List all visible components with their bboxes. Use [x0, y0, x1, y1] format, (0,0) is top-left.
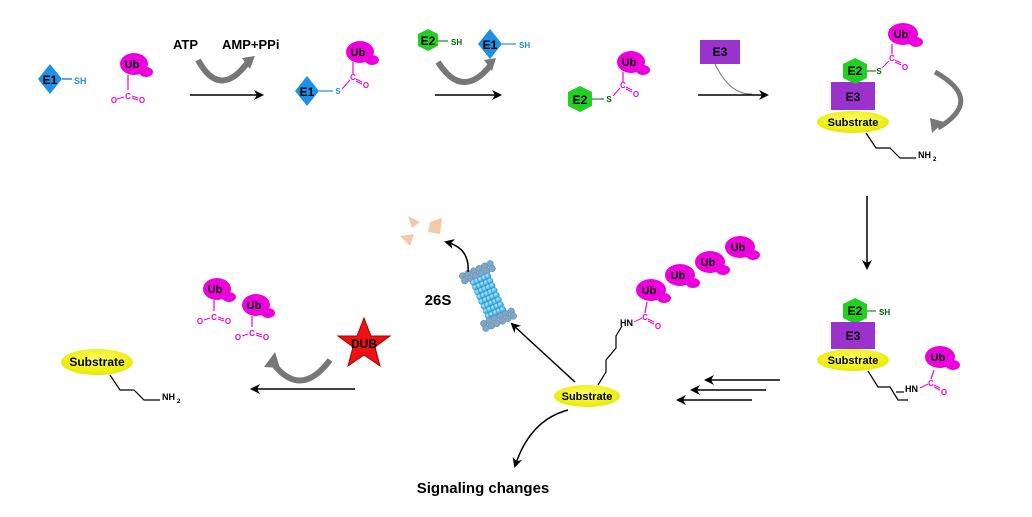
e2-conjugation-arrow: E2 SH E1 SH — [418, 29, 530, 100]
svg-text:SH: SH — [519, 41, 530, 50]
released-ubiquitin-2: Ub C O O — [235, 294, 275, 342]
svg-text:O: O — [197, 317, 203, 326]
svg-text:O: O — [263, 333, 269, 342]
e2-ub-thioester: E2 S C O Ub — [568, 51, 650, 112]
e3-e2-ub-substrate-complex: Substrate E3 E2 S C O Ub NH 2 — [817, 23, 964, 163]
svg-text:E3: E3 — [713, 45, 728, 59]
svg-text:Ub: Ub — [671, 270, 686, 282]
svg-text:O: O — [139, 96, 145, 105]
svg-text:C: C — [889, 54, 895, 63]
svg-text:HN: HN — [620, 318, 633, 328]
signaling-arrow — [512, 409, 569, 468]
svg-text:Ub: Ub — [931, 352, 946, 364]
fragment-arrow — [444, 239, 469, 273]
svg-text:C: C — [249, 329, 255, 338]
svg-text:O: O — [363, 81, 369, 90]
svg-text:Ub: Ub — [894, 29, 909, 41]
svg-text:C: C — [350, 73, 356, 82]
svg-text:C: C — [125, 92, 131, 101]
svg-text:O: O — [941, 388, 947, 397]
svg-text:O: O — [633, 90, 639, 99]
svg-text:2: 2 — [933, 157, 937, 163]
degradation-arrow — [510, 322, 576, 383]
svg-text:O: O — [655, 322, 661, 331]
svg-text:E2: E2 — [573, 93, 588, 107]
svg-text:Ub: Ub — [701, 257, 716, 269]
released-ubiquitin-1: Ub C O O — [197, 278, 236, 326]
svg-text:C: C — [928, 379, 934, 388]
svg-text:E3: E3 — [846, 90, 861, 104]
svg-text:E1: E1 — [43, 73, 58, 87]
svg-text:E1: E1 — [483, 38, 498, 52]
proteasome-subunit — [488, 264, 496, 273]
svg-text:O: O — [902, 63, 908, 72]
svg-text:C: C — [642, 313, 648, 322]
proteasome-26s: 26S — [425, 260, 517, 332]
monoubiquitinated-substrate-complex: E2 SH E3 Substrate HN C O Ub — [817, 298, 960, 401]
svg-text:ATP: ATP — [173, 37, 198, 52]
peptide-fragments — [400, 216, 442, 246]
atp-activation-arrow: ATP AMP+PPi — [173, 37, 279, 100]
svg-text:SH: SH — [74, 76, 87, 86]
deubiquitinated-substrate: Substrate NH 2 — [61, 349, 181, 405]
svg-text:E1: E1 — [300, 85, 315, 99]
polyubiquitinated-substrate: Substrate HN C O Ub Ub Ub Ub — [554, 236, 760, 407]
svg-text:HN: HN — [905, 384, 918, 394]
svg-text:C: C — [211, 313, 217, 322]
svg-text:2: 2 — [177, 399, 181, 405]
svg-text:Substrate: Substrate — [828, 117, 879, 129]
svg-text:O: O — [111, 96, 117, 105]
svg-text:SH: SH — [451, 38, 462, 47]
polyubiquitination-arrows — [676, 375, 780, 405]
svg-text:Ub: Ub — [642, 285, 657, 297]
svg-text:Ub: Ub — [351, 47, 366, 59]
signaling-changes-label: Signaling changes — [417, 480, 550, 497]
svg-text:O: O — [235, 333, 241, 342]
proteasome-subunit — [509, 312, 517, 320]
svg-text:O: O — [225, 317, 231, 326]
svg-text:Ub: Ub — [622, 57, 637, 69]
deubiquitination-arrow — [250, 352, 355, 394]
e1-ub-thioester: E1 S C O Ub — [295, 41, 379, 106]
svg-text:Ub: Ub — [247, 300, 262, 312]
svg-text:E2: E2 — [848, 64, 863, 78]
svg-text:AMP+PPi: AMP+PPi — [222, 37, 279, 52]
svg-text:S: S — [876, 67, 882, 76]
svg-text:26S: 26S — [425, 292, 452, 309]
svg-text:Substrate: Substrate — [562, 391, 613, 403]
svg-text:E3: E3 — [846, 329, 861, 343]
svg-text:NH: NH — [162, 392, 175, 402]
free-ubiquitin: Ub C O O — [111, 53, 153, 105]
svg-text:C: C — [620, 81, 626, 90]
dub-deubiquitinase: DUB — [336, 316, 392, 368]
svg-text:S: S — [335, 87, 341, 96]
e3-recruitment-arrow: E3 — [698, 40, 769, 100]
free-e1: E1 SH — [38, 64, 87, 94]
svg-text:E2: E2 — [421, 34, 436, 48]
svg-text:Substrate: Substrate — [69, 355, 125, 369]
svg-text:Ub: Ub — [125, 59, 140, 71]
svg-text:Ub: Ub — [731, 242, 746, 254]
svg-text:E2: E2 — [848, 304, 863, 318]
svg-text:NH: NH — [918, 150, 931, 160]
svg-text:S: S — [606, 95, 612, 104]
svg-text:Ub: Ub — [208, 284, 223, 296]
svg-text:SH: SH — [879, 308, 890, 317]
svg-text:DUB: DUB — [351, 337, 377, 351]
svg-text:Substrate: Substrate — [828, 355, 879, 367]
